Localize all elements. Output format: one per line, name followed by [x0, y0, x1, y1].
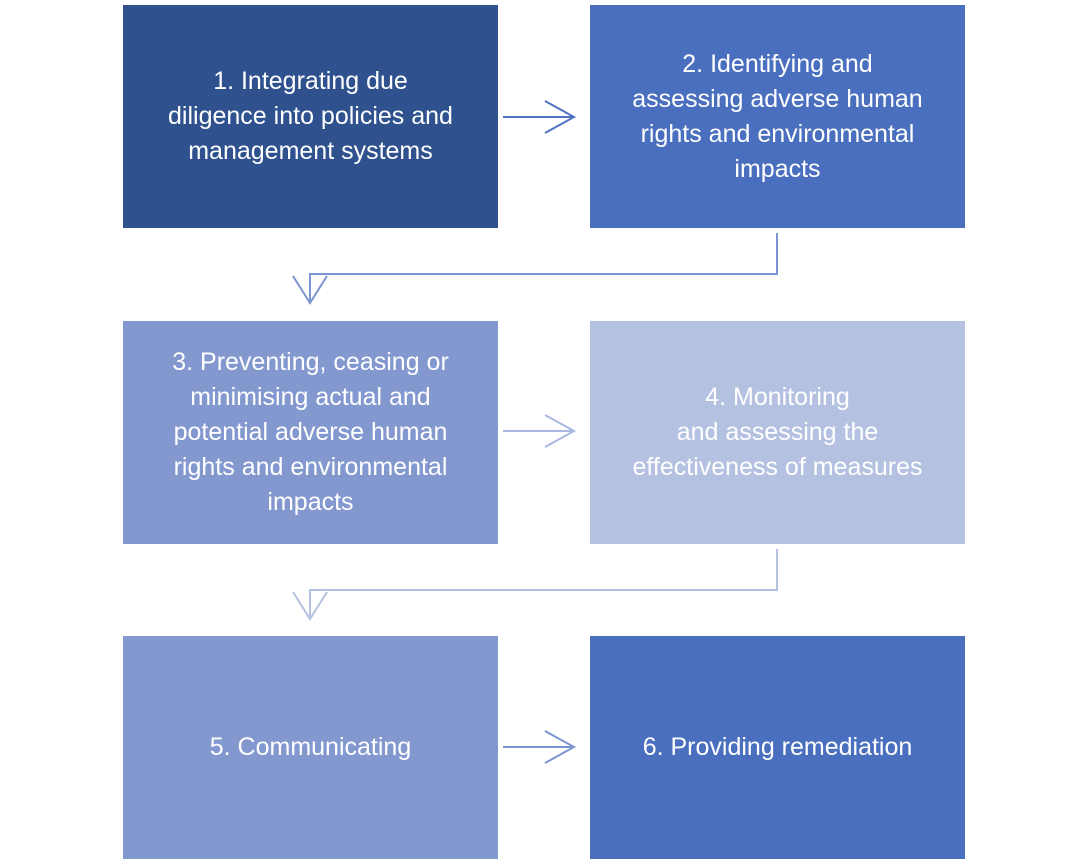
- step-1-box: 1. Integrating due diligence into polici…: [123, 5, 498, 228]
- step-1-label: 1. Integrating due diligence into polici…: [168, 67, 453, 165]
- step-4-box: 4. Monitoring and assessing the effectiv…: [590, 321, 965, 544]
- step-5-box: 5. Communicating: [123, 636, 498, 859]
- step-3-label: 3. Preventing, ceasing or minimising act…: [172, 348, 449, 516]
- step-4-label: 4. Monitoring and assessing the effectiv…: [632, 383, 923, 481]
- step-5-label: 5. Communicating: [209, 733, 412, 761]
- arrow-3-to-4: [503, 414, 577, 448]
- arrow-5-to-6: [503, 730, 577, 764]
- step-6-box: 6. Providing remediation: [590, 636, 965, 859]
- step-2-label: 2. Identifying and assessing adverse hum…: [632, 49, 923, 183]
- arrow-2-to-3: [292, 233, 778, 305]
- arrow-4-to-5: [292, 549, 778, 621]
- step-3-box: 3. Preventing, ceasing or minimising act…: [123, 321, 498, 544]
- arrow-1-to-2: [503, 100, 577, 134]
- step-6-label: 6. Providing remediation: [642, 733, 913, 761]
- step-2-box: 2. Identifying and assessing adverse hum…: [590, 5, 965, 228]
